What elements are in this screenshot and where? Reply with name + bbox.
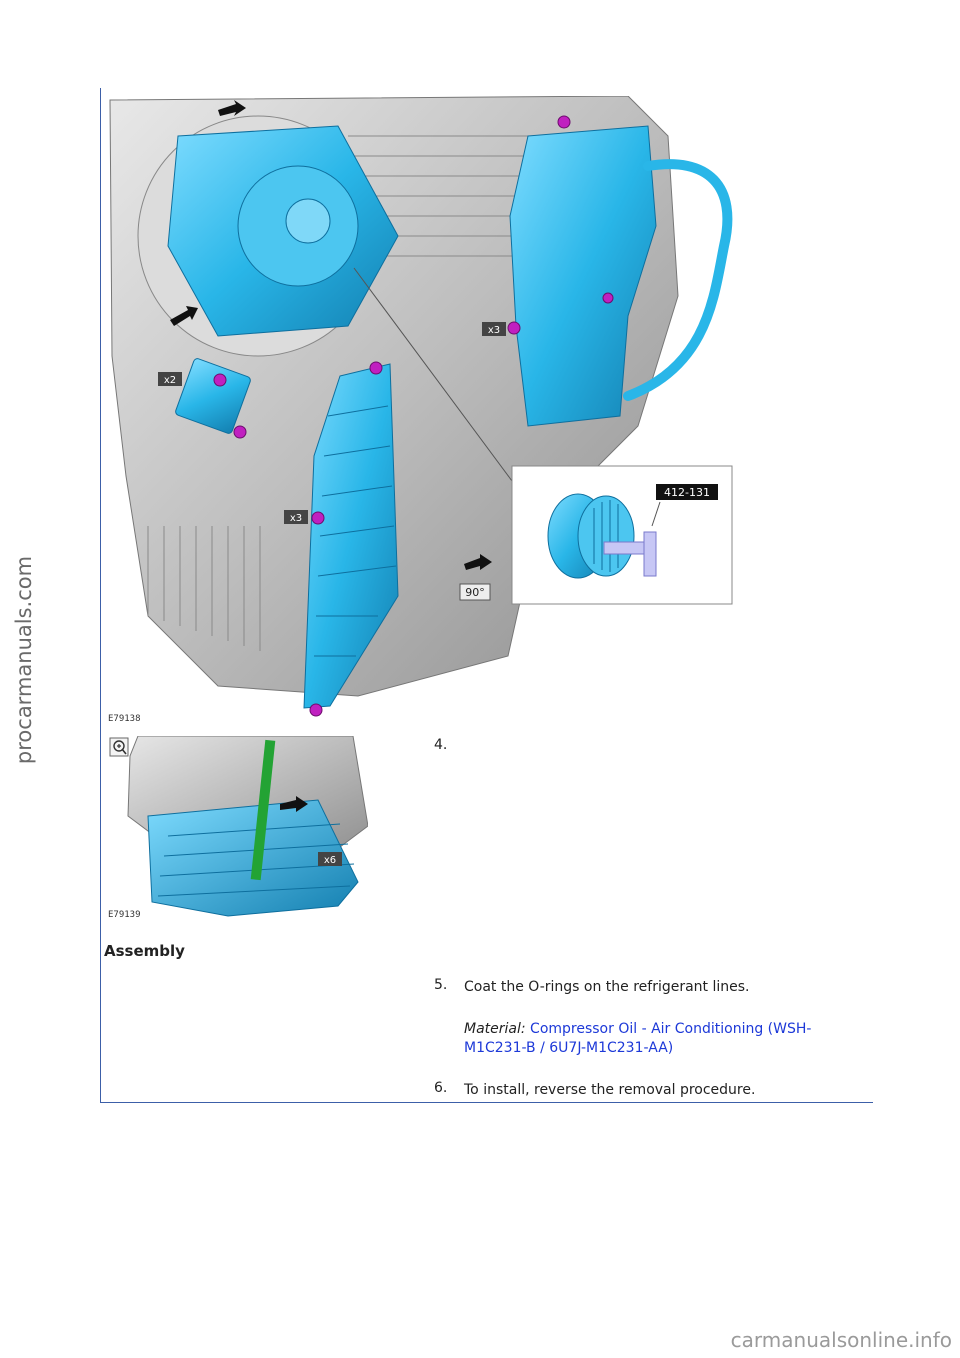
- filter-removal-illustration: x6 E79139: [108, 736, 368, 924]
- material-line: Material: Compressor Oil - Air Condition…: [464, 1020, 864, 1058]
- material-link-line1: Compressor Oil - Air Conditioning (WSH-: [530, 1021, 812, 1037]
- heater-blower-illustration: x3 x2 x3 90° 412-131 E7: [108, 96, 734, 724]
- material-link-line2: M1C231-B / 6U7J-M1C231-AA): [464, 1040, 674, 1056]
- step-6-number: 6.: [434, 1080, 448, 1096]
- tool-number-label: 412-131: [664, 486, 710, 499]
- step-5-number: 5.: [434, 977, 448, 993]
- figure-code-small: E79139: [108, 910, 141, 920]
- step-5-text: Coat the O-rings on the refrigerant line…: [464, 979, 750, 995]
- zoom-in-icon[interactable]: [109, 737, 129, 757]
- filter-removal-drawing: x6: [109, 736, 368, 917]
- material-label: Material:: [464, 1021, 526, 1037]
- content-frame: [100, 88, 873, 1103]
- callout-x2: x2: [164, 375, 176, 386]
- side-watermark-text: procarmanuals.com: [12, 555, 36, 765]
- callout-x3-mid: x3: [290, 513, 302, 524]
- step-6-text: To install, reverse the removal procedur…: [464, 1082, 756, 1098]
- heater-blower-drawing: x3 x2 x3 90° 412-131: [109, 96, 733, 717]
- callout-x3-top: x3: [488, 325, 500, 336]
- callout-tags: x3 x2 x3 90°: [158, 322, 506, 601]
- material-link-compressor-oil[interactable]: Compressor Oil - Air Conditioning (WSH-M…: [464, 1021, 811, 1056]
- figure-code-main: E79138: [108, 714, 141, 724]
- callout-90-degrees: 90°: [465, 586, 485, 599]
- side-watermark: procarmanuals.com: [4, 540, 44, 780]
- footer-watermark: carmanualsonline.info: [730, 1328, 952, 1352]
- callout-x6: x6: [324, 855, 336, 866]
- section-heading-assembly: Assembly: [104, 942, 185, 960]
- step-4-number: 4.: [434, 737, 448, 753]
